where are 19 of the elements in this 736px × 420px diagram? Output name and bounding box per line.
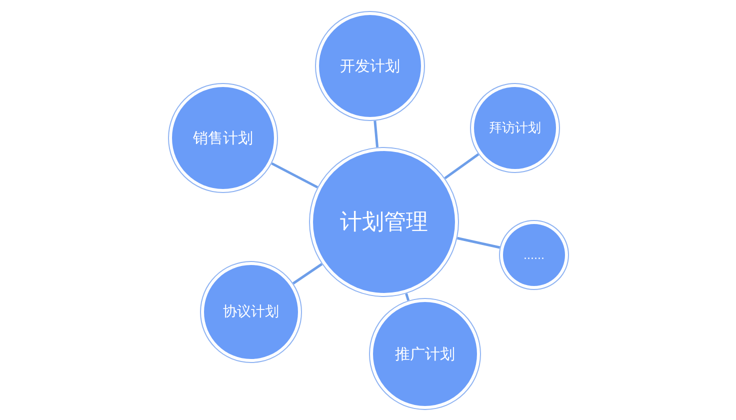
connector-line <box>405 293 410 301</box>
circle-label: ...... <box>524 248 544 262</box>
topic-circle <box>172 87 274 189</box>
circle-label: 计划管理 <box>340 209 428 237</box>
circle-label: 协议计划 <box>223 303 279 321</box>
topic-circle <box>503 224 565 286</box>
circle-label: 推广计划 <box>395 344 455 364</box>
connector-line <box>456 236 500 249</box>
connector-line <box>271 162 318 188</box>
connector-line <box>374 120 379 148</box>
circle-label: 拜访计划 <box>489 120 541 137</box>
topic-circle <box>319 15 421 117</box>
connector-line <box>444 153 480 180</box>
circle-label: 开发计划 <box>340 56 400 76</box>
topic-circle <box>474 87 556 169</box>
circle-label: 销售计划 <box>193 128 253 148</box>
connector-line <box>292 263 323 284</box>
topic-circle <box>204 265 298 359</box>
topic-circle <box>373 302 477 406</box>
